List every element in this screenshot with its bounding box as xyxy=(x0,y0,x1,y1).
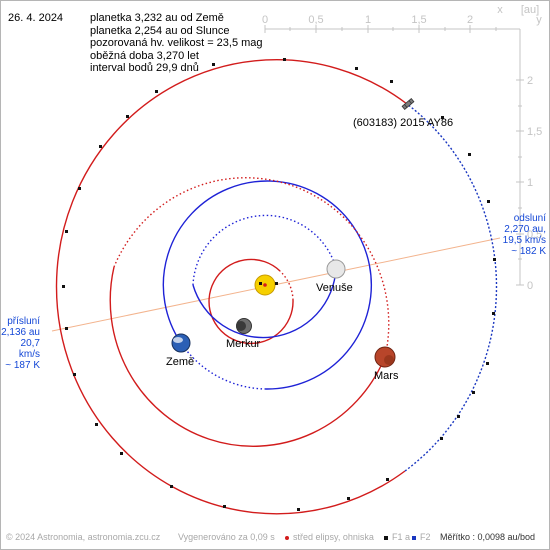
earth-orbit-solid xyxy=(162,180,372,390)
x-axis-ticks xyxy=(264,25,497,33)
venus-planet xyxy=(326,259,346,279)
asteroid-orbit-points xyxy=(62,58,496,511)
venus-orbit-solid xyxy=(192,267,337,339)
mars-orbit-solid xyxy=(109,266,386,447)
mercury-shadow xyxy=(236,321,246,331)
scale-text: Měřítko : 0,0098 au/bod xyxy=(440,532,536,542)
y-axis-label: y xyxy=(536,14,542,26)
venus-orbit-dotted xyxy=(192,214,337,286)
f2-marker-icon xyxy=(412,535,416,540)
x-axis-label: x xyxy=(497,4,503,16)
mars-label: Mars xyxy=(374,370,399,382)
focus-f1-marker xyxy=(259,282,262,285)
earth-orbit-dotted xyxy=(180,342,267,390)
info-line: pozorovaná hv. velikost = 23,5 mag xyxy=(90,37,263,49)
legend-center: střed elipsy, ohniska xyxy=(285,532,374,542)
aphelion-info: odsluní 2,270 au, 19,5 km/s ~ 182 K xyxy=(492,213,546,257)
legend-f1-text: F1 a xyxy=(392,532,411,542)
legend-f1: F1 a xyxy=(384,532,410,542)
asteroid-label: (603183) 2015 AY86 xyxy=(353,117,453,129)
y-tick-label: 0 xyxy=(527,280,533,292)
f1-marker-icon xyxy=(384,535,388,540)
legend-f2-text: F2 xyxy=(420,532,431,542)
y-tick-label: 1,5 xyxy=(527,126,542,138)
perihelion-title: přísluní xyxy=(7,316,40,327)
copyright-text: © 2024 Astronomia, astronomia.zcu.cz xyxy=(6,532,161,542)
unit-label: [au] xyxy=(521,4,539,16)
info-line: planetka 3,232 au od Země xyxy=(90,12,224,24)
info-line: oběžná doba 3,270 let xyxy=(90,49,199,62)
info-panel: planetka 3,232 au od Země planetka 2,254… xyxy=(90,12,263,75)
info-line: planetka 2,254 au od Slunce xyxy=(90,24,230,37)
mars-shade xyxy=(384,355,394,365)
mars-orbit-dotted xyxy=(113,177,390,358)
legend-center-text: střed elipsy, ohniska xyxy=(293,532,374,542)
perihelion-speed: 20,7 km/s xyxy=(18,338,40,360)
ellipse-center-marker xyxy=(263,283,267,287)
x-tick-label: 1 xyxy=(365,14,371,26)
y-axis-ticks xyxy=(516,79,524,286)
x-tick-label: 0,5 xyxy=(308,14,323,26)
legend-f2: F2 xyxy=(412,532,431,542)
x-tick-label: 1,5 xyxy=(411,14,426,26)
y-tick-label: 2 xyxy=(527,75,533,87)
earth-cloud xyxy=(173,337,183,343)
center-marker-icon xyxy=(285,535,289,540)
asteroid-orbit-red xyxy=(55,59,408,515)
asteroid-orbit-blue xyxy=(404,103,498,472)
aphelion-temp: ~ 182 K xyxy=(511,246,546,257)
perihelion-temp: ~ 187 K xyxy=(5,360,40,371)
y-tick-label: 1 xyxy=(527,177,533,189)
earth-planet xyxy=(171,333,191,353)
aphelion-distance: 2,270 au, xyxy=(504,224,546,235)
aphelion-title: odsluní xyxy=(513,213,546,224)
info-line: interval bodů 29,9 dnů xyxy=(90,62,199,74)
asteroid-marker xyxy=(401,98,415,110)
date-label: 26. 4. 2024 xyxy=(8,12,64,24)
perihelion-info: přísluní 2,136 au 20,7 km/s ~ 187 K xyxy=(0,316,40,371)
venus-label: Venuše xyxy=(316,282,353,294)
generated-text: Vygenerováno za 0,09 s xyxy=(178,532,275,542)
mercury-orbit-dotted xyxy=(279,270,294,301)
mercury-label: Merkur xyxy=(226,338,261,350)
x-tick-label: 0 xyxy=(262,14,268,26)
focus-f2-marker xyxy=(275,282,278,285)
earth-label: Země xyxy=(166,356,194,368)
y-tick-label: 0,5 xyxy=(527,229,542,241)
perihelion-distance: 2,136 au xyxy=(1,327,40,338)
x-tick-label: 2 xyxy=(467,14,473,26)
footer: © 2024 Astronomia, astronomia.zcu.cz Vyg… xyxy=(0,532,550,546)
mercury-orbit-solid xyxy=(208,258,294,345)
aphelion-speed: 19,5 km/s xyxy=(502,235,546,246)
